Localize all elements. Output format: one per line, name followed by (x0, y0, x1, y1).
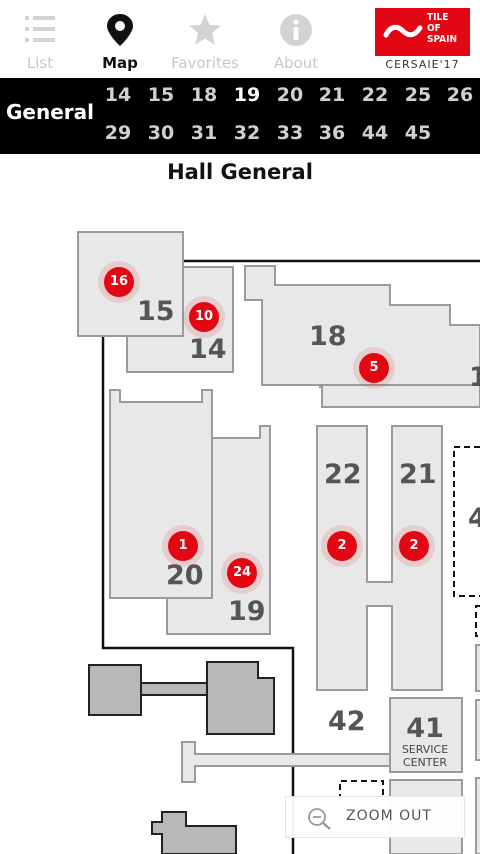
hall-option[interactable]: 15 (147, 84, 175, 106)
page-title: Hall General (167, 160, 313, 184)
tile-of-spain-logo: TILE OF SPAIN CERSAIE'17 (375, 8, 470, 71)
exhibitor-count-pin[interactable]: 24 (227, 558, 257, 588)
hall-option[interactable]: 20 (276, 84, 304, 106)
tab-about[interactable]: About (256, 6, 336, 76)
hall-current-label[interactable]: General (6, 100, 94, 124)
hall-option[interactable]: 18 (190, 84, 218, 106)
hall-option[interactable]: 45 (404, 122, 432, 144)
hall-option[interactable]: 21 (318, 84, 346, 106)
hall-option[interactable]: 29 (104, 122, 132, 144)
map-pin-icon (80, 12, 160, 48)
list-icon (0, 12, 80, 46)
exhibitor-count-pin[interactable]: 2 (327, 531, 357, 561)
logo-line-2: OF (427, 23, 441, 34)
tab-list-label: List (26, 54, 54, 72)
hall-option[interactable]: 33 (276, 122, 304, 144)
zoom-out-label: ZOOM OUT (346, 808, 432, 824)
hall-label: 20 (166, 560, 204, 591)
exhibitor-count-pin[interactable]: 2 (399, 531, 429, 561)
hall-label: 15 (137, 296, 175, 327)
hall-option[interactable]: 32 (233, 122, 261, 144)
tilde-icon (383, 24, 423, 38)
zoom-out-icon (308, 808, 331, 830)
hall-label: 21 (399, 459, 437, 490)
top-tab-bar: List Map Favorites (0, 0, 480, 78)
hall-option[interactable]: 26 (446, 84, 474, 106)
tab-map[interactable]: Map (80, 6, 160, 76)
hall-label: 4 (468, 503, 480, 534)
service-center-number: 41 (406, 713, 444, 744)
info-icon (256, 12, 336, 48)
floor-map[interactable]: 15 14 18 1 20 19 22 21 42 4 16 10 5 1 24… (0, 190, 480, 854)
tab-favorites-label: Favorites (171, 54, 239, 72)
hall-label: 22 (324, 459, 362, 490)
logo-line-3: SPAIN (427, 34, 457, 45)
exhibitor-count-pin[interactable]: 16 (104, 267, 134, 297)
hall-option[interactable]: 36 (318, 122, 346, 144)
logo-subtitle: CERSAIE'17 (385, 58, 460, 71)
exhibitor-count-pin[interactable]: 10 (189, 302, 219, 332)
tab-about-label: About (273, 54, 319, 72)
hall-label: 18 (309, 321, 347, 352)
hall-label: 42 (328, 706, 366, 737)
hall-option[interactable]: 44 (361, 122, 389, 144)
tab-favorites[interactable]: Favorites (165, 6, 245, 76)
hall-label: 14 (189, 334, 227, 365)
hall-label: 19 (228, 596, 266, 627)
hall-option[interactable]: 25 (404, 84, 432, 106)
exhibitor-count-pin[interactable]: 1 (168, 531, 198, 561)
exhibitor-count-pin[interactable]: 5 (359, 353, 389, 383)
hall-option[interactable]: 31 (190, 122, 218, 144)
zoom-out-button[interactable]: ZOOM OUT (285, 796, 465, 838)
hall-option[interactable]: 30 (147, 122, 175, 144)
hall-label: 1 (469, 362, 480, 393)
hall-option[interactable]: 14 (104, 84, 132, 106)
service-center-label-2: CENTER (402, 756, 448, 769)
star-icon (165, 12, 245, 48)
map-drawing (77, 231, 480, 854)
logo-box: TILE OF SPAIN (375, 8, 470, 56)
service-center[interactable]: 41 SERVICE CENTER (390, 713, 460, 770)
hall-option-selected[interactable]: 19 (233, 84, 261, 106)
hall-selector: General 14 15 18 19 20 21 22 25 26 29 30… (0, 78, 480, 154)
tab-map-label: Map (102, 54, 138, 72)
logo-text: TILE OF SPAIN (427, 12, 457, 45)
hall-option[interactable]: 22 (361, 84, 389, 106)
tab-list[interactable]: List (0, 6, 80, 76)
logo-line-1: TILE (427, 12, 449, 23)
service-center-label-1: SERVICE (401, 743, 449, 756)
